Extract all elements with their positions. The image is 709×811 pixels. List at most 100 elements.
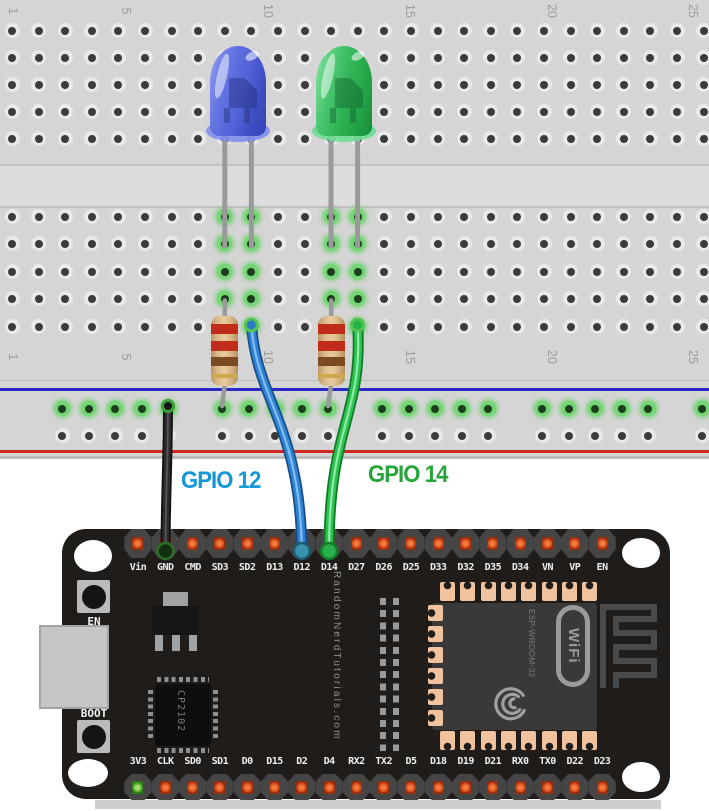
hole-center <box>433 134 442 143</box>
hole-center <box>380 295 389 303</box>
hole-center <box>407 107 415 116</box>
breadboard-hole <box>403 103 419 119</box>
hole-center <box>141 26 149 35</box>
power-rail-hole <box>694 400 709 416</box>
hole-center <box>271 431 279 440</box>
hole-center <box>274 212 282 221</box>
module-pad <box>428 668 443 684</box>
pin-VN <box>541 537 553 550</box>
breadboard-hole <box>616 318 632 334</box>
breadboard-hole <box>137 318 153 334</box>
breadboard-hole <box>642 318 658 334</box>
hole-center <box>141 80 149 89</box>
hole-center <box>699 26 708 35</box>
breadboard-hole <box>137 76 153 92</box>
hole-center <box>244 404 253 413</box>
breadboard-hole <box>31 130 47 146</box>
pin-label-D2: D2 <box>296 756 308 767</box>
hole-center <box>111 404 119 413</box>
module-pad <box>428 647 443 663</box>
pin-CLK <box>159 780 171 794</box>
hole-center <box>673 26 681 35</box>
breadboard-hole <box>536 103 552 119</box>
hole-center <box>8 212 16 221</box>
breadboard-hole <box>403 130 419 146</box>
hole-center <box>274 53 282 62</box>
column-number: 20 <box>545 4 559 18</box>
usb-connector <box>39 625 109 709</box>
breadboard-hole <box>563 291 579 306</box>
breadboard-hole <box>669 76 685 92</box>
breadboard-bottom-edge <box>0 456 709 459</box>
hole-center <box>34 134 43 143</box>
hole-center <box>327 212 336 221</box>
pin-label-D27: D27 <box>348 562 365 573</box>
breadboard-hole <box>164 291 180 306</box>
hole-center <box>619 53 628 62</box>
breadboard-hole <box>616 130 632 146</box>
hole-center <box>167 240 176 248</box>
breadboard-hole <box>616 49 632 65</box>
breadboard-hole <box>696 76 709 92</box>
hole-center <box>593 267 602 276</box>
breadboard-hole <box>483 208 499 224</box>
hole-center <box>61 80 70 89</box>
hole-center <box>61 53 70 62</box>
breadboard-hole <box>616 22 632 38</box>
hole-center <box>141 322 149 331</box>
breadboard-hole <box>110 49 126 65</box>
resistor-1 <box>211 316 238 386</box>
hole-center <box>380 212 389 221</box>
pin-TX2 <box>378 780 390 794</box>
breadboard-hole <box>563 76 579 92</box>
breadboard-hole <box>350 263 366 279</box>
pin-housing-D12 <box>288 529 316 558</box>
hole-center <box>194 80 203 89</box>
hole-center <box>244 431 253 440</box>
wifi-logo: WiFi <box>556 605 590 687</box>
hole-center <box>566 240 575 248</box>
pin-label-CLK: CLK <box>157 756 174 767</box>
breadboard-hole <box>190 236 206 251</box>
pin-housing-VN <box>533 529 562 558</box>
pin-label-D15: D15 <box>266 756 283 767</box>
breadboard-hole <box>297 318 313 334</box>
hole-center <box>300 134 309 143</box>
pin-label-TX2: TX2 <box>375 756 392 767</box>
hole-center <box>673 134 681 143</box>
power-rail-hole <box>454 400 469 416</box>
led-bulb <box>316 46 372 136</box>
hole-center <box>486 134 495 143</box>
hole-center <box>486 322 495 331</box>
hole-center <box>8 240 16 248</box>
breadboard-hole <box>563 318 579 334</box>
pin-housing-TX0 <box>533 774 562 800</box>
hole-center <box>617 431 626 440</box>
hole-center <box>566 212 575 221</box>
hole-center <box>111 431 119 440</box>
breadboard-hole <box>84 318 100 334</box>
pin-housing-D22 <box>561 774 589 800</box>
pin-label-D26: D26 <box>375 562 392 573</box>
led-inner-leg <box>330 108 336 123</box>
pin-label-SD1: SD1 <box>211 756 229 767</box>
breadboard-hole <box>403 208 419 224</box>
breadboard-hole <box>270 22 286 38</box>
breadboard-hole <box>243 318 259 334</box>
power-rail-hole <box>134 400 149 416</box>
hole-center <box>433 80 442 89</box>
breadboard-hole <box>110 263 126 279</box>
hole-center <box>34 212 43 221</box>
module-pad <box>582 582 598 601</box>
power-rail-hole <box>81 427 96 443</box>
hole-center <box>699 322 708 331</box>
breadboard-hole <box>297 208 313 224</box>
hole-center <box>646 267 655 276</box>
hole-center <box>194 295 203 303</box>
boot-button <box>77 720 110 753</box>
hole-center <box>274 267 282 276</box>
hole-center <box>378 404 386 413</box>
breadboard-hole <box>4 22 20 38</box>
hole-center <box>61 26 70 35</box>
hole-center <box>380 26 389 35</box>
